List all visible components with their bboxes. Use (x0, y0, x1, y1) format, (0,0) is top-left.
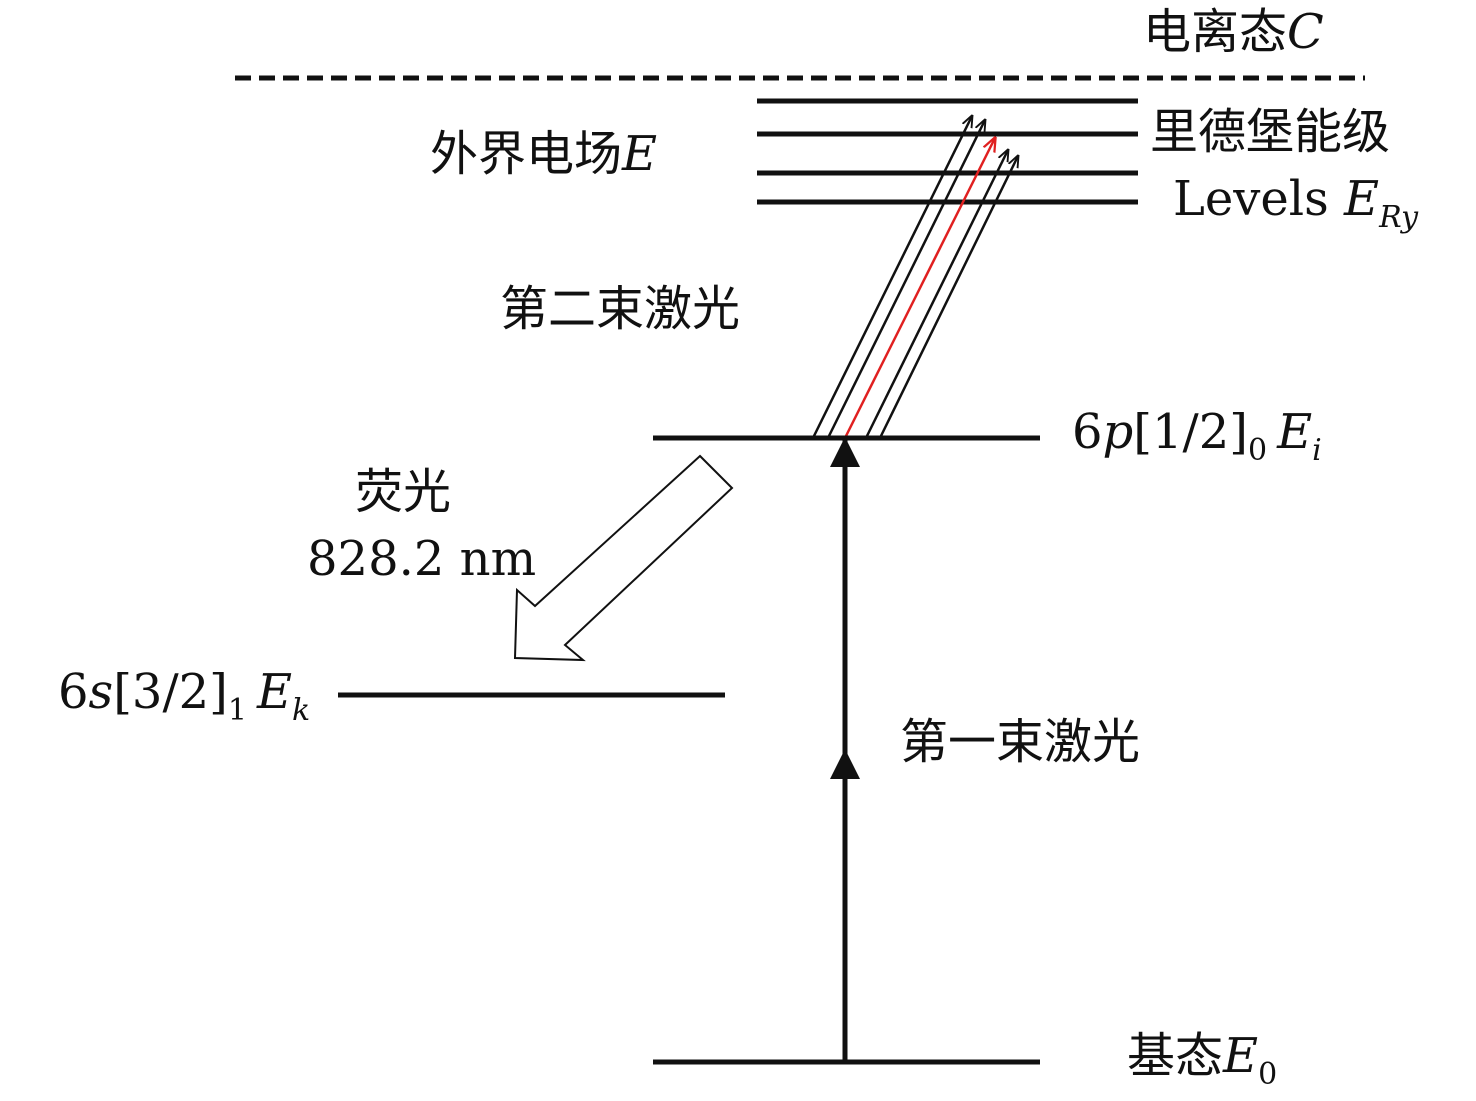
second-laser-arrow-center (843, 138, 995, 439)
fluorescence-arrow (513, 454, 734, 662)
external-field-label: 外界电场E (430, 126, 657, 182)
fluorescence-label: 荧光 (355, 464, 451, 520)
first-laser-label: 第一束激光 (900, 714, 1140, 770)
second-laser-label: 第二束激光 (500, 281, 740, 337)
second-laser-arrow (811, 116, 972, 439)
second-laser-arrow (826, 120, 985, 439)
second-laser-arrows (811, 116, 1018, 439)
rydberg-levels (757, 98, 1138, 205)
second-laser-arrow (878, 156, 1018, 439)
second-laser-arrow (864, 150, 1008, 439)
rydberg-label-en: Levels ERy (1173, 171, 1419, 235)
wavelength-label: 828.2 nm (307, 531, 536, 587)
rydberg-label-cn: 里德堡能级 (1150, 104, 1390, 160)
ionization-label: 电离态C (1143, 4, 1324, 60)
ground-label: 基态E0 (1127, 1028, 1277, 1092)
